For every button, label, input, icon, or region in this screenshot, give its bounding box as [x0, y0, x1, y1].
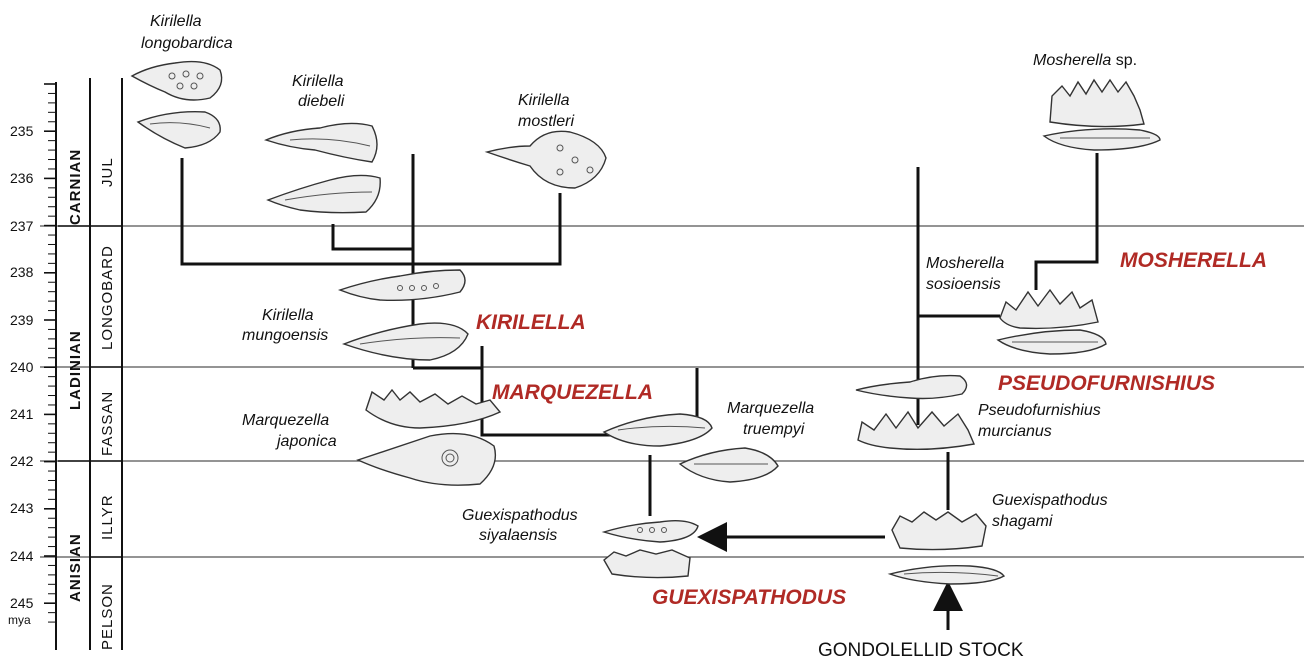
tick-label-239: 239 — [10, 312, 34, 328]
genus-pseudofurnishius: PSEUDOFURNISHIUS — [998, 372, 1215, 395]
lineage-mosherella — [1036, 153, 1097, 290]
stage-pelson: PELSON — [99, 583, 116, 650]
fossil-k-mungoensis — [340, 270, 468, 360]
lineage-k-mostleri — [415, 193, 560, 264]
unit-label: mya — [8, 613, 31, 627]
genus-marquezella: MARQUEZELLA — [492, 381, 653, 404]
tick-label-238: 238 — [10, 264, 34, 280]
fossil-m-japonica — [358, 390, 500, 485]
fossil-mosherella-sp — [1044, 80, 1160, 150]
label-k-mungoensis-genus: Kirilella — [262, 307, 314, 324]
label-k-diebeli-species: diebeli — [298, 93, 345, 110]
label-k-mostleri-genus: Kirilella — [518, 92, 570, 109]
time-ticks — [44, 84, 56, 622]
genus-kirilella: KIRILELLA — [476, 311, 586, 334]
label-k-longobardica-species: longobardica — [141, 35, 233, 52]
label-p-murcianus-species: murcianus — [978, 423, 1052, 440]
stage-longobard: LONGOBARD — [99, 245, 116, 350]
fossil-k-mostleri — [487, 131, 606, 188]
label-k-diebeli-genus: Kirilella — [292, 73, 344, 90]
stage-jul: JUL — [99, 157, 116, 187]
label-mosherella-sp-suffix: sp. — [1111, 52, 1137, 69]
tick-label-236: 236 — [10, 170, 34, 186]
label-m-truempyi-genus: Marquezella — [727, 400, 814, 417]
fossil-k-diebeli — [266, 123, 380, 212]
tick-label-242: 242 — [10, 453, 34, 469]
chronostratigraphy-columns: CARNIAN LADINIAN ANISIAN JUL LONGOBARD F… — [58, 78, 122, 650]
label-m-truempyi-species: truempyi — [743, 421, 805, 438]
genus-guexispathodus: GUEXISPATHODUS — [652, 586, 846, 609]
fossil-k-longobardica — [132, 62, 222, 148]
period-anisian: ANISIAN — [67, 533, 84, 602]
label-g-shagami-species: shagami — [992, 513, 1053, 530]
lineage-k-diebeli — [333, 224, 413, 249]
label-g-siyalaensis-species: siyalaensis — [479, 527, 557, 544]
fossil-g-shagami — [890, 512, 1004, 584]
label-k-mostleri-species: mostleri — [518, 113, 574, 130]
tick-label-240: 240 — [10, 359, 34, 375]
label-g-shagami-genus: Guexispathodus — [992, 492, 1108, 509]
label-m-japonica-genus: Marquezella — [242, 412, 329, 429]
label-mo-sosioensis-species: sosioensis — [926, 276, 1001, 293]
tick-label-245: 245 — [10, 595, 34, 611]
stage-illyr: ILLYR — [99, 494, 116, 540]
species-labels: Kirilella longobardica Kirilella diebeli… — [141, 13, 1137, 544]
tick-label-235: 235 — [10, 123, 34, 139]
stage-fassan: FASSAN — [99, 391, 116, 456]
time-scale: 235 236 237 238 239 240 241 242 243 244 … — [8, 82, 56, 650]
label-mosherella-sp: Mosherella sp. — [1033, 52, 1137, 69]
label-mo-sosioensis-genus: Mosherella — [926, 255, 1004, 272]
tick-label-237: 237 — [10, 218, 34, 234]
label-k-longobardica-genus: Kirilella — [150, 13, 202, 30]
fossil-g-siyalaensis — [604, 521, 698, 578]
label-g-siyalaensis-genus: Guexispathodus — [462, 507, 578, 524]
fossil-m-sosioensis — [998, 290, 1106, 354]
tick-label-244: 244 — [10, 548, 34, 564]
fossil-p-murcianus — [856, 376, 974, 450]
label-k-mungoensis-species: mungoensis — [242, 327, 328, 344]
tick-label-241: 241 — [10, 406, 34, 422]
period-carnian: CARNIAN — [67, 149, 84, 225]
tick-label-243: 243 — [10, 500, 34, 516]
gondolellid-stock-label: GONDOLELLID STOCK — [818, 640, 1024, 660]
label-p-murcianus-genus: Pseudofurnishius — [978, 402, 1101, 419]
label-mosherella-sp-genus: Mosherella — [1033, 52, 1111, 69]
genus-mosherella: MOSHERELLA — [1120, 249, 1267, 272]
label-m-japonica-species: japonica — [275, 433, 337, 450]
period-ladinian: LADINIAN — [67, 330, 84, 410]
